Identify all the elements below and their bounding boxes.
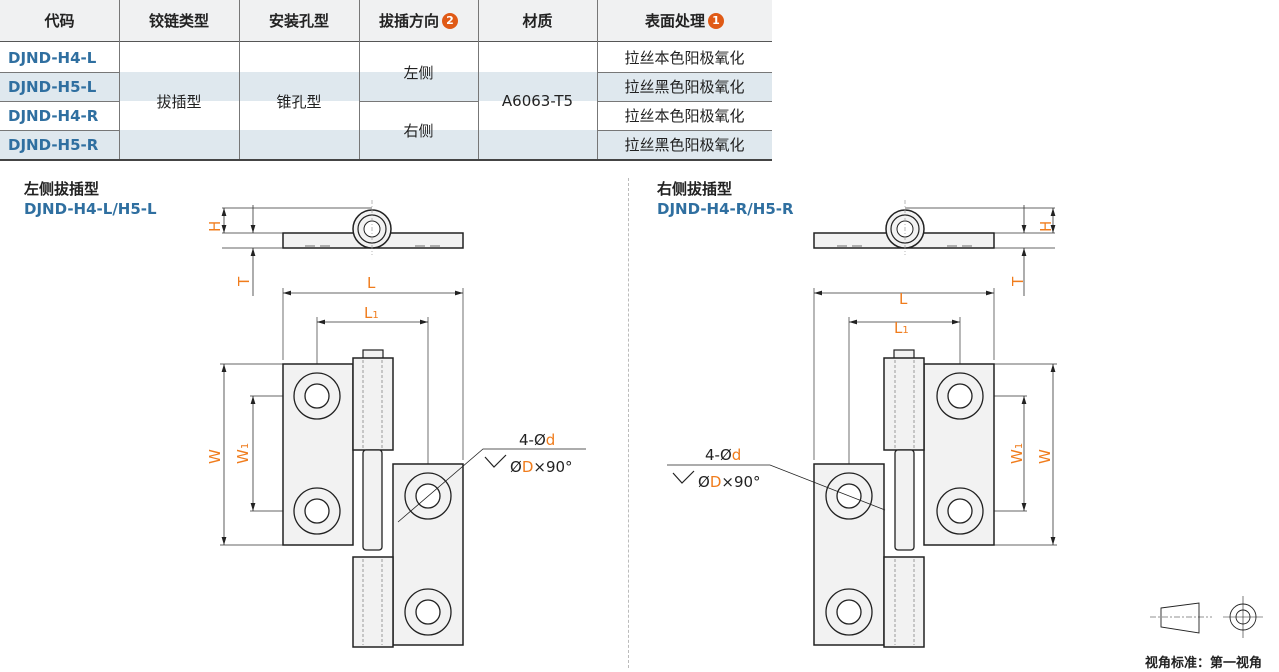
header-label: 表面处理 (644, 12, 705, 30)
surface-cell: 拉丝黑色阳极氧化 (624, 136, 745, 154)
note-badge: 2 (442, 12, 458, 29)
surface-cell: 拉丝本色阳极氧化 (624, 49, 745, 67)
left-hinge-drawing (220, 200, 463, 647)
dim-W1: W1 (1008, 443, 1026, 464)
right-hinge-drawing (814, 200, 1057, 647)
hole-callout: 4-Ød (705, 446, 741, 464)
code-cell: DJND-H4-L (8, 48, 97, 67)
hole-callout: 4-Ød (519, 431, 555, 449)
countersink-icon (484, 454, 507, 468)
direction-cell: 右侧 (403, 121, 434, 140)
right-drawing-title: 右侧拔插型 (657, 180, 733, 198)
dim-W: W (1036, 449, 1054, 464)
surface-cell: 拉丝本色阳极氧化 (624, 107, 745, 125)
countersink-icon (672, 470, 695, 484)
header-code: 代码 (0, 0, 119, 42)
header-label: 材质 (522, 12, 553, 30)
dim-L1: L1 (364, 304, 379, 322)
header-label: 拔插方向 (378, 12, 439, 30)
dim-L: L (367, 274, 376, 292)
hole-callout-leader (397, 448, 586, 523)
dim-W1: W1 (234, 443, 252, 464)
header-hole-type: 安装孔型 (239, 0, 359, 42)
code-cell: DJND-H4-R (8, 106, 99, 125)
row-stripe (0, 72, 772, 101)
note-badge: 1 (708, 12, 724, 29)
dim-H: H (206, 221, 224, 232)
header-label: 铰链类型 (148, 12, 209, 30)
dim-L1: L1 (894, 319, 909, 337)
header-hinge-type: 铰链类型 (119, 0, 239, 42)
row-stripe (0, 130, 772, 159)
left-drawing-title: 左侧拔插型 (24, 180, 100, 198)
left-drawing-models: DJND-H4-L/H5-L (24, 200, 157, 218)
material-cell: A6063-T5 (501, 92, 574, 110)
countersink-callout: ØD×90° (698, 473, 761, 491)
dim-T: T (1009, 276, 1027, 287)
code-cell: DJND-H5-L (8, 77, 97, 96)
code-cell: DJND-H5-R (8, 135, 99, 154)
right-drawing-models: DJND-H4-R/H5-R (657, 200, 794, 218)
countersink-callout: ØD×90° (510, 458, 573, 476)
surface-cell: 拉丝黑色阳极氧化 (624, 78, 745, 96)
hinge-type-cell: 拔插型 (156, 92, 202, 111)
header-label: 代码 (44, 12, 75, 30)
first-angle-projection-icon (1150, 596, 1263, 638)
view-standard-label: 视角标准：第一视角 (1145, 656, 1263, 671)
dim-W: W (206, 449, 224, 464)
dim-T: T (235, 276, 253, 287)
section-divider (628, 178, 629, 668)
header-material: 材质 (478, 0, 597, 42)
hole-type-cell: 锥孔型 (276, 92, 322, 111)
dim-L: L (899, 290, 908, 308)
dim-H: H (1037, 221, 1055, 232)
direction-cell: 左侧 (403, 63, 434, 82)
header-label: 安装孔型 (268, 12, 329, 30)
hole-callout-leader (667, 464, 886, 511)
